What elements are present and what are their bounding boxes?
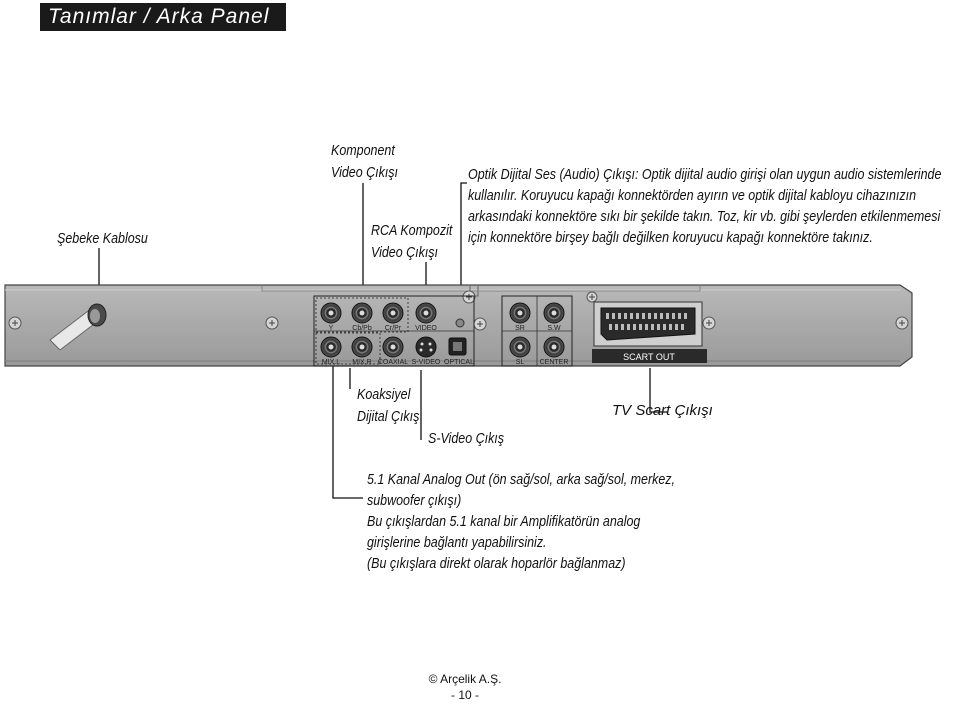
label-mix-r: MIX.R	[352, 359, 371, 366]
label-scart-out: SCART OUT	[623, 352, 675, 362]
panel-labels: Y Cb/Pb Cr/Pr VIDEO SR S.W MIX.L MIX.R C…	[322, 325, 569, 366]
analog-leader-line	[332, 330, 363, 499]
leader-lines	[98, 182, 668, 499]
analog-description: 5.1 Kanal Analog Out (ön sağ/sol, arka s…	[367, 470, 675, 575]
rca-jack-center	[543, 336, 565, 358]
rca-jack-sw	[543, 302, 565, 324]
svideo-caption: S-Video Çıkış	[428, 431, 505, 447]
screw-icon	[473, 317, 487, 331]
power-cable-caption: Şebeke Kablosu	[57, 231, 148, 247]
component-caption-line2: Video Çıkışı	[331, 165, 399, 181]
rca-jack-mix-r	[351, 336, 373, 358]
optical-port-icon	[448, 337, 467, 356]
label-center: CENTER	[540, 359, 569, 366]
optical-line: için konnektöre birşey bağlı değilken ko…	[468, 230, 873, 246]
screw-icon	[8, 316, 22, 330]
component-caption: Komponent Video Çıkışı	[331, 140, 398, 184]
page-title: Tanımlar / Arka Panel	[48, 5, 270, 28]
analog-line: subwoofer çıkışı)	[367, 493, 462, 509]
scart-connector	[592, 301, 707, 363]
screw-icon	[586, 291, 598, 303]
analog-line: 5.1 Kanal Analog Out (ön sağ/sol, arka s…	[367, 472, 675, 488]
screw-icon	[265, 316, 279, 330]
label-y: Y	[329, 325, 334, 332]
label-video: VIDEO	[415, 325, 437, 332]
analog-line: Bu çıkışlardan 5.1 kanal bir Amplifikatö…	[367, 514, 641, 530]
label-s-video: S-VIDEO	[412, 359, 441, 366]
rca-jack-cb	[351, 302, 373, 324]
rca-jack-y	[320, 302, 342, 324]
optical-latch-icon	[455, 318, 465, 328]
optical-line: arkasındaki konnektöre sıkı bir şekilde …	[468, 209, 941, 225]
coaxial-caption: Koaksiyel Dijital Çıkış	[357, 384, 419, 428]
coaxial-caption-line2: Dijital Çıkış	[357, 409, 420, 425]
label-sw: S.W	[547, 325, 561, 332]
label-cr: Cr/Pr	[385, 325, 402, 332]
rca-caption-line1: RCA Kompozit	[371, 223, 453, 239]
rca-jack-cr	[382, 302, 404, 324]
rca-caption: RCA Kompozit Video Çıkışı	[371, 220, 452, 264]
rca-jack-sr	[509, 302, 531, 324]
label-coaxial: COAXIAL	[378, 359, 408, 366]
svideo-jack-icon	[415, 336, 437, 358]
rca-jack-mix-l	[320, 336, 342, 358]
power-cable	[49, 303, 107, 351]
rca-jack-sl	[509, 336, 531, 358]
screw-icon	[702, 316, 716, 330]
screw-icon	[895, 316, 909, 330]
component-caption-line1: Komponent	[331, 143, 395, 159]
coaxial-caption-line1: Koaksiyel	[357, 387, 411, 403]
analog-line: girişlerine bağlantı yapabilirsiniz.	[367, 535, 547, 551]
section-title-bar: Tanımlar / Arka Panel	[40, 3, 286, 31]
panel-screws	[8, 290, 909, 331]
rca-jack-coaxial	[382, 336, 404, 358]
label-mix-l: MIX.L	[322, 359, 340, 366]
label-sl: SL	[516, 359, 525, 366]
screw-icon	[462, 290, 476, 304]
component-group-outline	[315, 297, 409, 333]
scart-label-plate	[592, 349, 707, 363]
optical-leader-line	[460, 182, 467, 326]
footer-company: © Arçelik A.Ş.	[428, 672, 502, 686]
label-sr: SR	[515, 325, 525, 332]
optical-line: kullanılır. Koruyucu kapağı konnektörden…	[468, 188, 917, 204]
tv-scart-caption: TV Scart Çıkışı	[612, 402, 713, 419]
analog-line: (Bu çıkışlara direkt olarak hoparlör bağ…	[367, 556, 626, 572]
rca-caption-line2: Video Çıkışı	[371, 245, 439, 261]
scart-leader-line	[649, 368, 668, 413]
label-cb: Cb/Pb	[352, 325, 372, 332]
rca-jack-video	[415, 302, 437, 324]
optical-line: Optik Dijital Ses (Audio) Çıkışı: Optik …	[468, 167, 942, 183]
label-optical: OPTICAL	[444, 359, 474, 366]
mix-group-outline	[315, 332, 381, 365]
optical-description: Optik Dijital Ses (Audio) Çıkışı: Optik …	[468, 165, 941, 249]
page-number: - 10 -	[450, 688, 479, 702]
